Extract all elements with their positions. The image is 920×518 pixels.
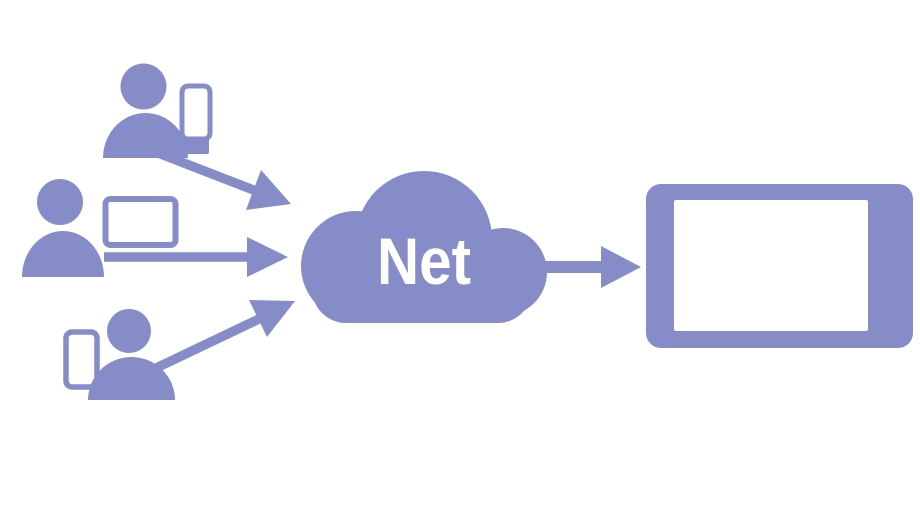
smartphone-icon [63,329,100,390]
user-phone-bottom [63,309,175,400]
arrow-user-top-to-cloud-icon [156,148,291,210]
arrow-user-middle-to-cloud-icon [104,237,288,277]
arrow-head [247,237,288,277]
diagram-shapes: Net [22,63,913,400]
tablet-screen [674,200,868,331]
cloud-label: Net [377,224,471,298]
user-body [88,357,175,400]
display [646,184,913,348]
laptop-icon [102,196,179,248]
arrow-cloud-to-display-icon [545,246,641,288]
user-body [22,231,104,277]
arrow-user-bottom-to-cloud-icon [149,300,295,375]
user-phone-top [103,63,213,158]
arrow-head [249,300,295,337]
user-head [37,179,83,225]
arrow-shaft [149,313,264,375]
arrow-head [246,170,291,210]
smartphone-icon [179,83,213,142]
user-laptop-middle [22,179,179,277]
cloud-base [312,250,532,323]
user-head [107,309,151,353]
network-cloud: Net [301,171,547,323]
arrow-head [601,246,641,288]
user-body [103,113,188,158]
user-head [120,63,167,110]
arrow-shaft [156,148,258,196]
